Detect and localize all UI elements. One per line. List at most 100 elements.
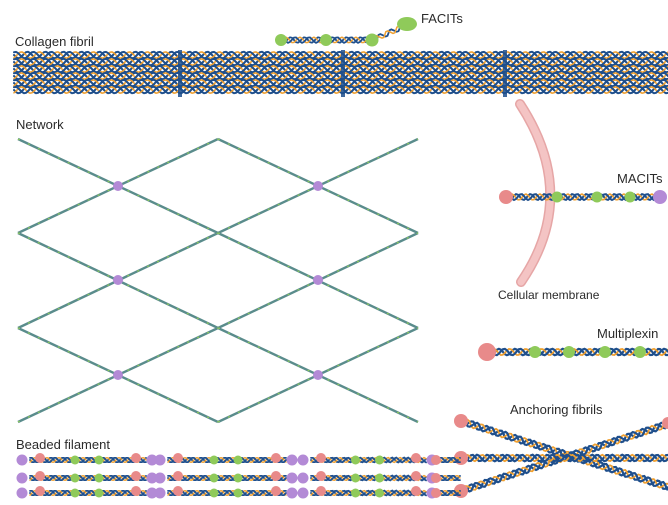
- label-collagen-fibril: Collagen fibril: [15, 34, 94, 49]
- beaded-end-bead: [286, 472, 298, 484]
- facit-bead: [275, 34, 287, 46]
- multiplexin-bead: [563, 346, 575, 358]
- beaded-bead: [431, 473, 441, 483]
- helix-strand: [29, 490, 147, 496]
- beaded-bead: [431, 455, 441, 465]
- beaded-bead: [131, 471, 141, 481]
- beaded-bead: [233, 473, 243, 483]
- label-network: Network: [16, 117, 64, 132]
- network-junction: [113, 370, 123, 380]
- helix-strand: [439, 457, 461, 463]
- helix-strand: [167, 457, 287, 463]
- macit-bead: [624, 191, 636, 203]
- beaded-end-bead: [286, 454, 298, 466]
- beaded-end-bead: [154, 472, 166, 484]
- beaded-bead: [94, 488, 104, 498]
- beaded-bead: [173, 486, 183, 496]
- beaded-end-bead: [146, 472, 158, 484]
- fibril-gap-band: [341, 50, 345, 97]
- facit-bead: [320, 34, 332, 46]
- beaded-bead: [351, 455, 360, 465]
- beaded-end-bead: [16, 454, 28, 466]
- helix-strand: [310, 456, 427, 464]
- beaded-bead: [375, 455, 384, 465]
- helix-strand: [29, 475, 147, 481]
- helix-strand: [310, 474, 427, 482]
- beaded-bead: [173, 453, 183, 463]
- beaded-bead: [94, 455, 104, 465]
- helix-strand: [167, 490, 287, 496]
- anchoring-end-bead: [662, 417, 668, 429]
- beaded-bead: [35, 486, 45, 496]
- beaded-end-bead: [297, 472, 309, 484]
- beaded-bead: [411, 471, 421, 481]
- beaded-end-bead: [297, 487, 309, 499]
- helix-strand: [460, 417, 668, 491]
- beaded-bead: [271, 453, 281, 463]
- beaded-bead: [209, 488, 219, 498]
- network-junction: [313, 181, 323, 191]
- beaded-bead: [411, 486, 421, 496]
- beaded-end-bead: [16, 487, 28, 499]
- beaded-end-bead: [297, 454, 309, 466]
- beaded-bead: [316, 486, 326, 496]
- helix-strand: [459, 453, 668, 463]
- beaded-bead: [35, 471, 45, 481]
- beaded-bead: [173, 471, 183, 481]
- anchoring-end-bead: [454, 414, 468, 428]
- beaded-bead: [70, 455, 80, 465]
- beaded-bead: [375, 473, 384, 483]
- helix-strand: [29, 475, 147, 481]
- label-macits: MACITs: [617, 171, 663, 186]
- beaded-bead: [411, 453, 421, 463]
- multiplexin-bead: [478, 343, 496, 361]
- helix-strand: [439, 475, 461, 481]
- macit-bead: [653, 190, 667, 204]
- beaded-bead: [35, 453, 45, 463]
- beaded-bead: [375, 488, 384, 498]
- label-anchoring-fibrils: Anchoring fibrils: [510, 402, 603, 417]
- helix-strand: [29, 457, 147, 463]
- label-beaded-filament: Beaded filament: [16, 437, 110, 452]
- helix-strand: [310, 489, 427, 497]
- macit-bead: [551, 191, 563, 203]
- beaded-bead: [209, 455, 219, 465]
- multiplexin-bead: [529, 346, 541, 358]
- beaded-bead: [233, 455, 243, 465]
- fibril-gap-band: [503, 50, 507, 97]
- helix-strand: [167, 457, 287, 463]
- helix-strand: [29, 490, 147, 496]
- collagen-fibril: [13, 50, 668, 97]
- network-junction: [313, 275, 323, 285]
- helix-strand: [439, 490, 461, 496]
- anchoring-fibrils: [454, 414, 668, 498]
- helix-strand: [167, 490, 287, 496]
- multiplexin-bead: [634, 346, 646, 358]
- beaded-bead: [233, 488, 243, 498]
- label-cellular-membrane: Cellular membrane: [498, 288, 600, 302]
- beaded-bead: [316, 453, 326, 463]
- macit-bead: [499, 190, 513, 204]
- collagen-network: [17, 137, 419, 424]
- macit-molecule: [499, 190, 667, 204]
- beaded-bead: [70, 488, 80, 498]
- beaded-bead: [271, 486, 281, 496]
- helix-strand: [167, 475, 287, 481]
- fibril-gap-band: [178, 50, 182, 97]
- beaded-bead: [70, 473, 80, 483]
- network-junction: [113, 275, 123, 285]
- macit-bead: [591, 191, 603, 203]
- facit-bead: [365, 33, 379, 47]
- beaded-bead: [209, 473, 219, 483]
- beaded-bead: [351, 473, 360, 483]
- label-facits: FACITs: [421, 11, 463, 26]
- beaded-bead: [431, 488, 441, 498]
- cellular-membrane: [515, 99, 556, 287]
- facit-nc-domain: [397, 17, 417, 31]
- beaded-filament: [16, 453, 461, 499]
- facit-molecule: [275, 17, 417, 47]
- beaded-bead: [271, 471, 281, 481]
- multiplexin-molecule: [478, 343, 668, 361]
